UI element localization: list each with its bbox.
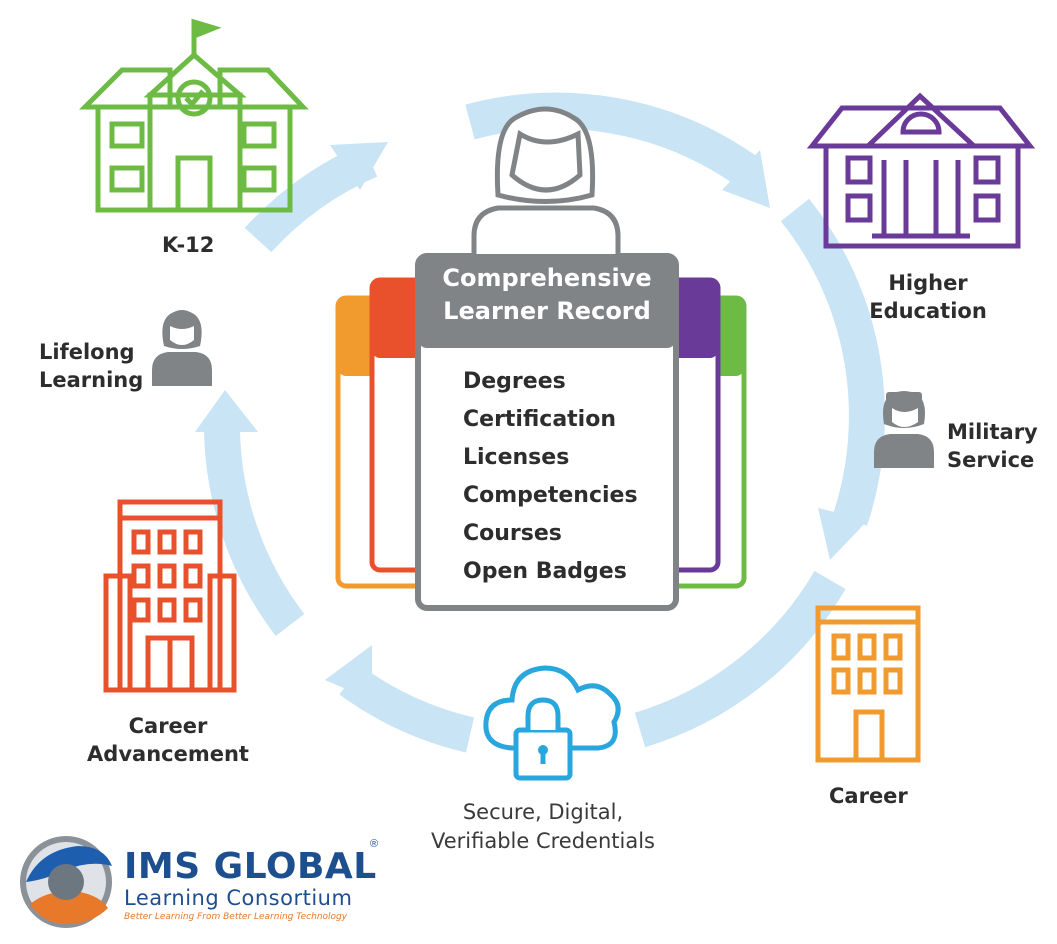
credential-item: Competencies xyxy=(463,483,638,508)
military-service-label-line2: Service xyxy=(947,448,1035,472)
career-building-icon xyxy=(815,605,921,763)
lifelong-person-icon xyxy=(152,310,212,386)
center-person-icon xyxy=(471,106,621,254)
career-advancement-label-line1: Career xyxy=(128,714,208,738)
secure-credentials-line2: Verifiable Credentials xyxy=(430,829,655,853)
credential-item: Licenses xyxy=(463,445,570,470)
credential-item: Open Badges xyxy=(463,559,627,584)
card-title-line1: Comprehensive xyxy=(442,264,652,292)
k12-label: K-12 xyxy=(162,233,215,257)
higher-education-icon xyxy=(806,92,1036,249)
registered-mark: ® xyxy=(370,838,379,850)
arrowhead-left xyxy=(195,390,258,432)
cycle-arc-bottom-right xyxy=(634,570,846,748)
military-person-icon xyxy=(874,391,934,468)
card-title: Comprehensive Learner Record xyxy=(418,262,676,328)
lifelong-learning-label: Lifelong Learning xyxy=(39,338,143,394)
card-front-header xyxy=(418,256,676,348)
ims-global-logo-icon xyxy=(20,836,112,928)
k12-school-icon xyxy=(78,18,309,213)
higher-education-label-line2: Education xyxy=(869,299,987,323)
arrowhead-right xyxy=(818,508,868,560)
cycle-ring xyxy=(204,92,885,753)
military-service-label-line1: Military xyxy=(947,420,1038,444)
higher-education-label-line1: Higher xyxy=(888,271,968,295)
arrowhead-top-right xyxy=(722,150,770,208)
ims-global-logo-text: IMS GLOBAL Learning Consortium Better Le… xyxy=(124,848,377,924)
secure-credentials-line1: Secure, Digital, xyxy=(462,800,624,824)
arrowhead-bottom xyxy=(325,645,372,700)
credential-item: Certification xyxy=(463,407,617,432)
credential-item: Degrees xyxy=(463,369,566,394)
higher-education-label: Higher Education xyxy=(860,269,996,325)
cycle-arc-top-right xyxy=(465,92,756,185)
logo-sub: Learning Consortium xyxy=(124,886,353,910)
military-service-label: Military Service xyxy=(947,418,1038,474)
lifelong-learning-label-line1: Lifelong xyxy=(39,340,135,364)
career-advancement-icon xyxy=(103,499,237,693)
career-advancement-label: Career Advancement xyxy=(82,712,254,768)
cycle-arc-right xyxy=(780,198,885,526)
arrowhead-top-left xyxy=(330,142,388,190)
credential-list: Degrees Certification Licenses Competenc… xyxy=(463,363,638,591)
credential-item: Courses xyxy=(463,521,562,546)
center-card-stack xyxy=(335,253,747,611)
lock-icon xyxy=(513,697,573,781)
cycle-arc-left xyxy=(204,429,305,636)
cycle-arrowheads xyxy=(195,142,868,700)
logo-main: IMS GLOBAL xyxy=(124,846,377,887)
card-title-line2: Learner Record xyxy=(443,297,651,325)
career-label: Career xyxy=(829,784,908,808)
secure-credentials-label: Secure, Digital, Verifiable Credentials xyxy=(410,798,676,856)
lifelong-learning-label-line2: Learning xyxy=(39,368,144,392)
logo-tagline: Better Learning From Better Learning Tec… xyxy=(124,912,348,922)
career-advancement-label-line2: Advancement xyxy=(87,742,249,766)
